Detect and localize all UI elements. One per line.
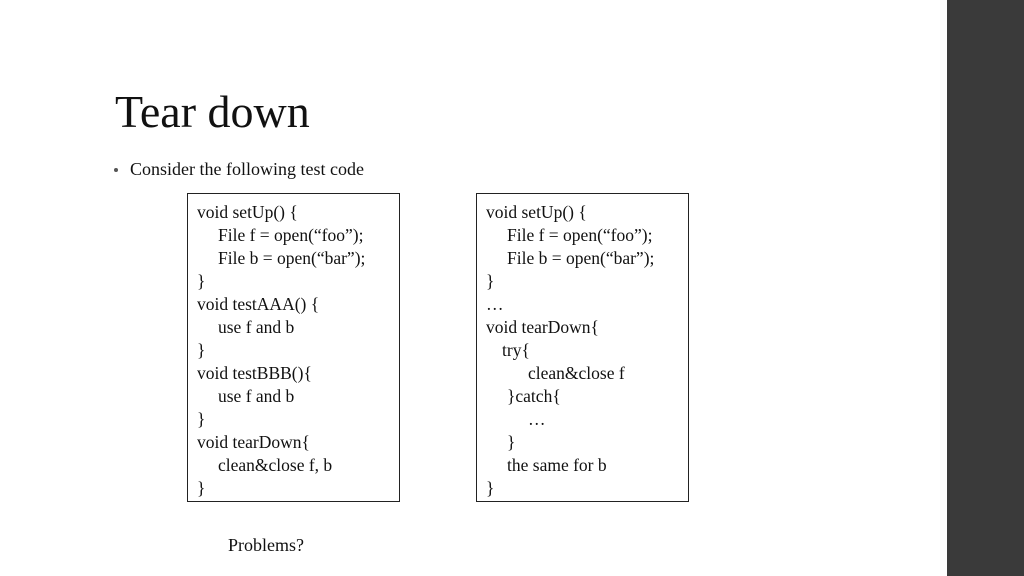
bullet-item: Consider the following test code (114, 157, 364, 181)
code-line: File b = open(“bar”); (507, 248, 655, 268)
right-code-box: void setUp() { File f = open(“foo”); File … (476, 193, 689, 502)
problems-question: Problems? (228, 535, 304, 555)
code-line: }catch{ (507, 386, 561, 406)
code-line: File b = open(“bar”); (218, 248, 366, 268)
code-line: File f = open(“foo”); (218, 225, 364, 245)
code-line: use f and b (218, 386, 295, 406)
code-line: use f and b (218, 317, 295, 337)
code-line: } (486, 478, 495, 498)
code-line: void setUp() { (197, 202, 298, 222)
code-line: clean&close f (528, 363, 625, 383)
code-line: clean&close f, b (218, 455, 333, 475)
code-line: try{ (502, 340, 530, 360)
code-line: File f = open(“foo”); (507, 225, 653, 245)
code-line: } (197, 340, 206, 360)
side-accent-bar (947, 0, 1024, 576)
slide-title: Tear down (115, 86, 310, 137)
bullet-dot-icon (114, 168, 118, 172)
code-line: void tearDown{ (197, 432, 310, 452)
code-line: } (197, 409, 206, 429)
code-line: void testAAA() { (197, 294, 320, 314)
code-line: } (486, 271, 495, 291)
code-line: void setUp() { (486, 202, 587, 222)
code-line: … (528, 409, 546, 429)
bullet-text: Consider the following test code (130, 159, 364, 179)
code-line: the same for b (507, 455, 607, 475)
code-line: } (197, 271, 206, 291)
code-line: void tearDown{ (486, 317, 599, 337)
code-line: void testBBB(){ (197, 363, 312, 383)
code-line: … (486, 294, 504, 314)
code-line: } (197, 478, 206, 498)
code-line: } (507, 432, 516, 452)
left-code-box: void setUp() { File f = open(“foo”); File … (187, 193, 400, 502)
